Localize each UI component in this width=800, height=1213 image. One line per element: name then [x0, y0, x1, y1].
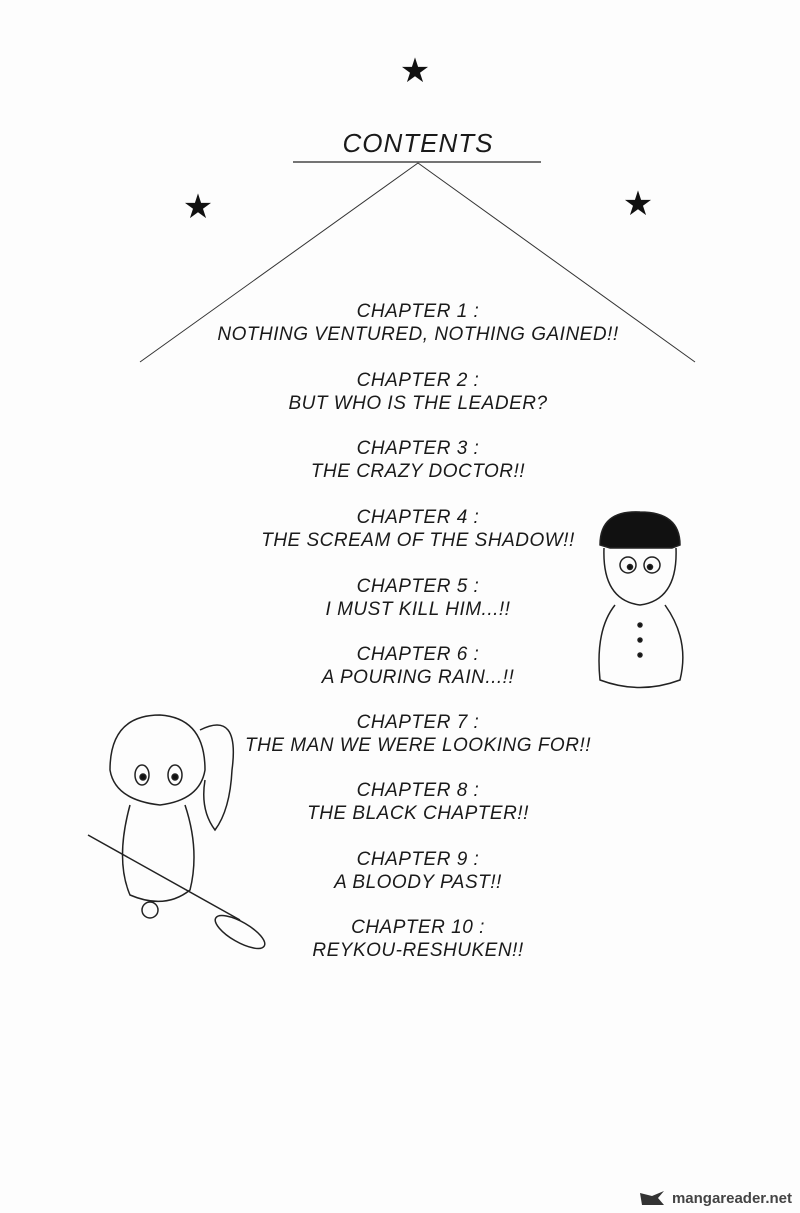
chapter-number: CHAPTER 4 : — [356, 507, 480, 528]
chapter-entry: CHAPTER 3 :THE CRAZY DOCTOR!! — [0, 437, 800, 483]
star-icon: ★ — [182, 188, 214, 226]
chapter-number: CHAPTER 8 : — [356, 780, 480, 801]
chapter-entry: CHAPTER 9 :A BLOODY PAST!! — [0, 848, 800, 894]
watermark-text: mangareader.net — [671, 1189, 792, 1207]
chapter-entry: CHAPTER 10 :REYKOU-RESHUKEN!! — [0, 916, 800, 962]
chapter-number: CHAPTER 1 : — [356, 301, 480, 322]
chapter-entry: CHAPTER 1 :NOTHING VENTURED, NOTHING GAI… — [0, 300, 800, 346]
left-roof-line — [139, 162, 419, 363]
star-icon: ★ — [622, 185, 654, 223]
chapter-number: CHAPTER 10 : — [351, 917, 485, 938]
chapter-title: THE BLACK CHAPTER!! — [307, 803, 529, 824]
watermark: mangareader.net — [638, 1189, 792, 1207]
chapter-number: CHAPTER 9 : — [356, 849, 480, 870]
girl-character-drawing — [87, 714, 266, 950]
boy-character-drawing — [598, 511, 684, 689]
chapter-title: NOTHING VENTURED, NOTHING GAINED!! — [217, 324, 619, 345]
chapter-entry: CHAPTER 7 :THE MAN WE WERE LOOKING FOR!! — [0, 711, 800, 757]
chapter-title: A POURING RAIN...!! — [321, 667, 515, 688]
chapter-entry: CHAPTER 5 :I MUST KILL HIM...!! — [0, 575, 800, 621]
mangareader-logo-icon — [639, 1191, 664, 1205]
chapter-number: CHAPTER 7 : — [356, 712, 480, 733]
chapter-entry: CHAPTER 2 :BUT WHO IS THE LEADER? — [0, 369, 800, 415]
chapter-entry: CHAPTER 4 :THE SCREAM OF THE SHADOW!! — [0, 506, 800, 552]
chapter-number: CHAPTER 3 : — [356, 438, 480, 459]
chapter-number: CHAPTER 2 : — [356, 370, 480, 391]
chapter-title: I MUST KILL HIM...!! — [325, 599, 511, 620]
star-icon: ★ — [399, 52, 431, 90]
chapter-title: THE SCREAM OF THE SHADOW!! — [261, 530, 575, 551]
chapter-number: CHAPTER 6 : — [356, 644, 480, 665]
chapter-title: THE CRAZY DOCTOR!! — [310, 461, 526, 482]
chapter-title: BUT WHO IS THE LEADER? — [288, 393, 548, 414]
page-title: CONTENTS — [342, 128, 494, 158]
chapter-number: CHAPTER 5 : — [356, 576, 480, 597]
chapter-title: REYKOU-RESHUKEN!! — [312, 940, 524, 961]
chapter-title: THE MAN WE WERE LOOKING FOR!! — [245, 735, 591, 756]
right-roof-line — [417, 162, 696, 363]
chapter-title: A BLOODY PAST!! — [334, 872, 502, 893]
chapter-entry: CHAPTER 8 :THE BLACK CHAPTER!! — [0, 779, 800, 825]
chapter-entry: CHAPTER 6 :A POURING RAIN...!! — [0, 643, 800, 689]
